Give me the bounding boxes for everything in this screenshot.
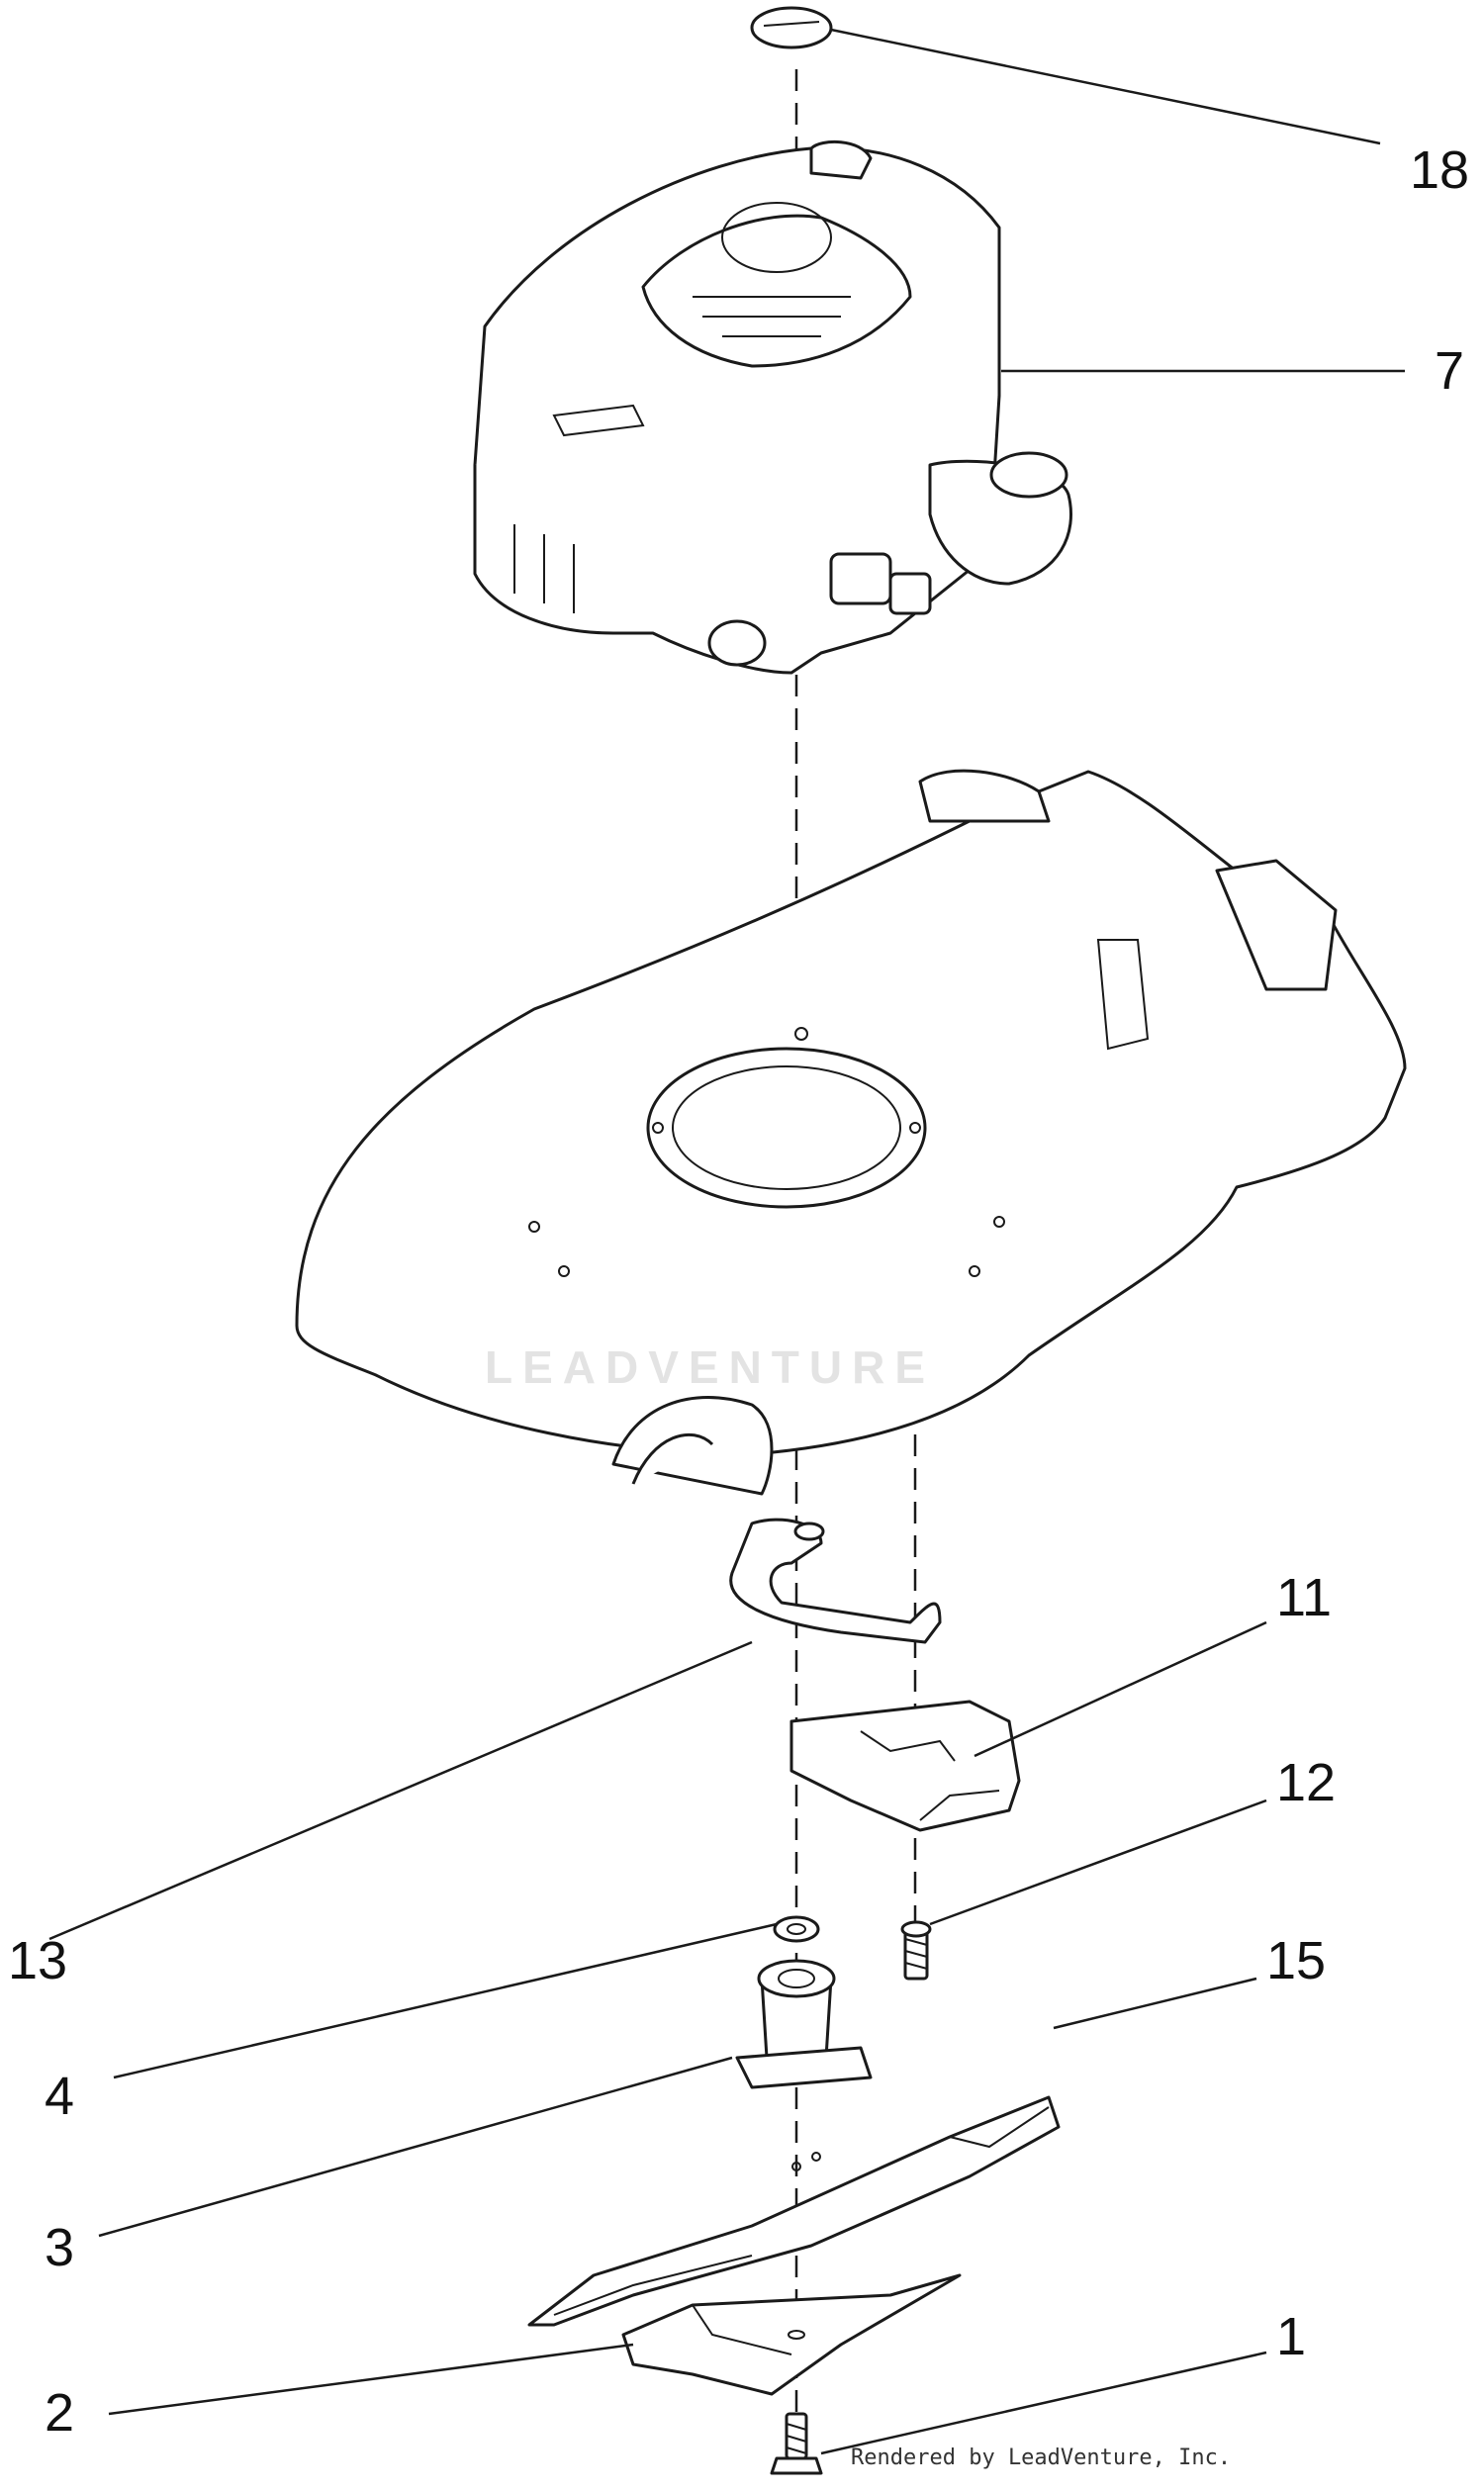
part-18-cap: [750, 6, 833, 49]
callout-11: 11: [1276, 1568, 1333, 1627]
leader-12: [929, 1799, 1267, 1926]
leader-lines: [48, 28, 1405, 2455]
callout-7: 7: [1435, 341, 1465, 401]
part-2-plate: [621, 2273, 962, 2396]
leader-18: [830, 28, 1381, 145]
part-15-blade: [527, 2095, 1061, 2327]
watermark-text: LEADVENTURE: [485, 1341, 936, 1393]
leader-3: [98, 2056, 733, 2238]
callout-4: 4: [45, 2067, 75, 2126]
callout-2: 2: [45, 2383, 75, 2443]
render-credit: Rendered by LeadVenture, Inc.: [851, 2446, 1232, 2470]
leader-4: [113, 1922, 778, 2079]
callout-18: 18: [1410, 140, 1470, 200]
leader-1: [820, 2351, 1267, 2455]
callout-15: 15: [1266, 1931, 1327, 1990]
part-12-bolt: [900, 1920, 932, 1981]
part-1-bolt: [770, 2412, 823, 2475]
callout-3: 3: [45, 2218, 75, 2277]
callout-12: 12: [1276, 1753, 1337, 1812]
part-13-bracket: [729, 1518, 942, 1644]
leader-11: [974, 1620, 1267, 1758]
callout-13: 13: [8, 1931, 68, 1990]
callout-1: 1: [1276, 2307, 1307, 2366]
part-11-baffle: [789, 1700, 1021, 1832]
part-4-washer: [773, 1915, 820, 1943]
leader-15: [1053, 1977, 1257, 2030]
mower-deck: [295, 769, 1407, 1496]
part-7-engine: [473, 139, 1072, 675]
leader-2: [108, 2343, 634, 2416]
leader-13: [48, 1640, 753, 1941]
part-3-adapter: [735, 1959, 873, 2089]
